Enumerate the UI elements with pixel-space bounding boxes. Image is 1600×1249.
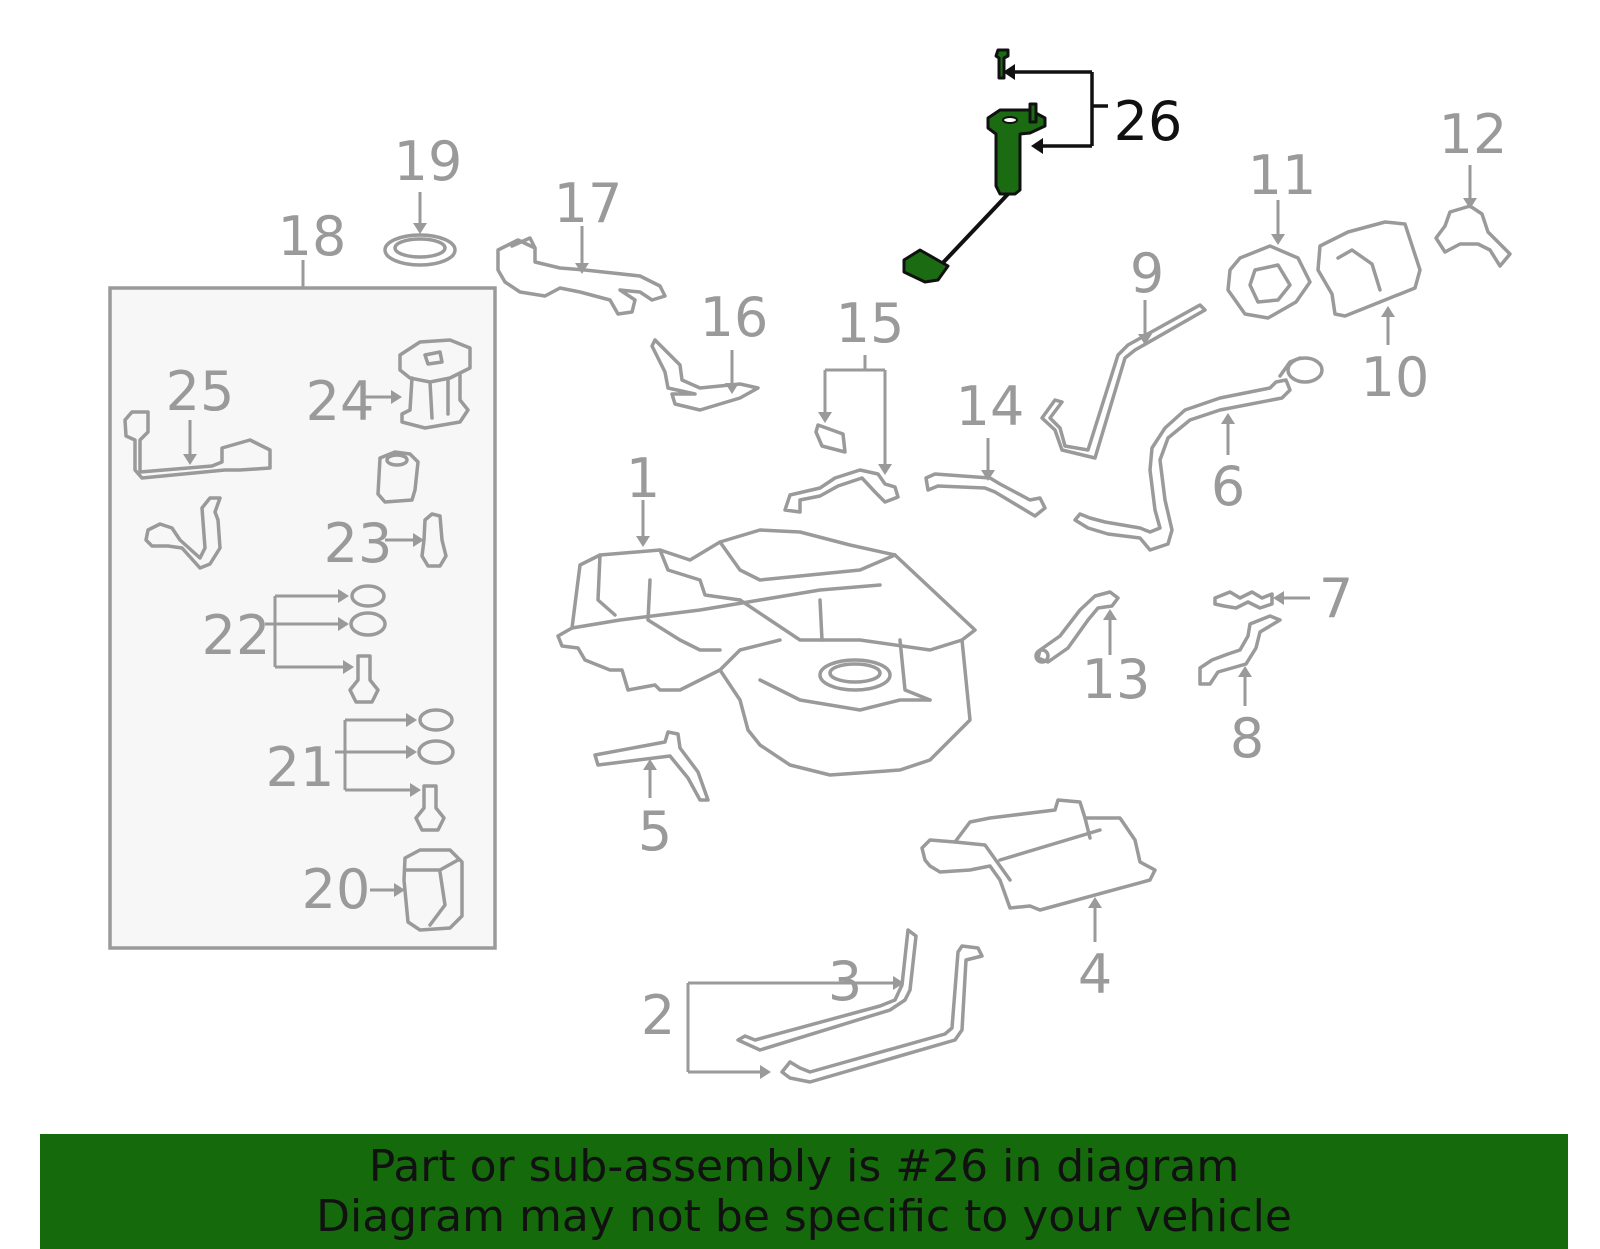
part-23-fuel-pump[interactable]	[376, 450, 448, 568]
part-5-strap[interactable]	[593, 730, 710, 802]
callout-23: 23	[324, 512, 393, 575]
part-2-strap[interactable]	[780, 944, 984, 1084]
part-16-bracket[interactable]	[650, 338, 760, 412]
part-3-strap[interactable]	[736, 928, 918, 1052]
part-15-hose[interactable]	[783, 423, 900, 514]
part-7-clip[interactable]	[1213, 590, 1274, 610]
part-26-sender-assembly[interactable]	[902, 48, 1047, 284]
part-1-fuel-tank[interactable]	[556, 528, 977, 777]
callout-20: 20	[302, 858, 371, 921]
callout-5: 5	[638, 800, 672, 863]
part-9-tube[interactable]	[1040, 303, 1207, 460]
callout-17: 17	[554, 172, 623, 235]
part-4-protector[interactable]	[920, 798, 1157, 912]
callout-19: 19	[394, 130, 463, 193]
part-8-bracket[interactable]	[1198, 614, 1282, 686]
callout-21: 21	[266, 736, 335, 799]
callout-18: 18	[278, 205, 347, 268]
callout-10: 10	[1361, 346, 1430, 409]
callout-8: 8	[1230, 707, 1264, 770]
info-banner: Part or sub-assembly is #26 in diagram D…	[40, 1134, 1568, 1249]
part-11-cover[interactable]	[1226, 244, 1312, 320]
part-20-filter[interactable]	[402, 848, 464, 932]
callout-9: 9	[1130, 242, 1164, 305]
callout-1: 1	[626, 447, 660, 510]
part-12-cap[interactable]	[1434, 204, 1512, 268]
banner-line-2: Diagram may not be specific to your vehi…	[316, 1191, 1292, 1242]
part-10-protector[interactable]	[1316, 220, 1422, 318]
part-24-sender[interactable]	[398, 338, 472, 430]
callout-7: 7	[1319, 567, 1353, 630]
callout-25: 25	[166, 360, 235, 423]
part-25-harness[interactable]	[123, 410, 272, 570]
callout-15: 15	[836, 292, 905, 355]
callout-11: 11	[1248, 144, 1317, 207]
part-19-gasket[interactable]	[383, 233, 457, 267]
callout-26: 26	[1114, 90, 1183, 153]
callout-13: 13	[1082, 648, 1151, 711]
callout-12: 12	[1439, 103, 1508, 166]
part-6-filler-pipe[interactable]	[1073, 356, 1324, 552]
callout-3: 3	[828, 950, 862, 1013]
callout-14: 14	[956, 375, 1025, 438]
part-14-hose[interactable]	[924, 472, 1047, 518]
part-21-orings[interactable]	[414, 708, 455, 832]
callout-6: 6	[1211, 455, 1245, 518]
part-17-bracket[interactable]	[496, 236, 667, 316]
part-22-orings[interactable]	[348, 584, 387, 704]
part-13-hose[interactable]	[1034, 590, 1120, 664]
callout-22: 22	[202, 604, 271, 667]
callout-16: 16	[700, 286, 769, 349]
banner-line-1: Part or sub-assembly is #26 in diagram	[368, 1141, 1240, 1192]
callout-2: 2	[641, 984, 675, 1047]
callout-24: 24	[306, 370, 375, 433]
callout-4: 4	[1078, 943, 1112, 1006]
